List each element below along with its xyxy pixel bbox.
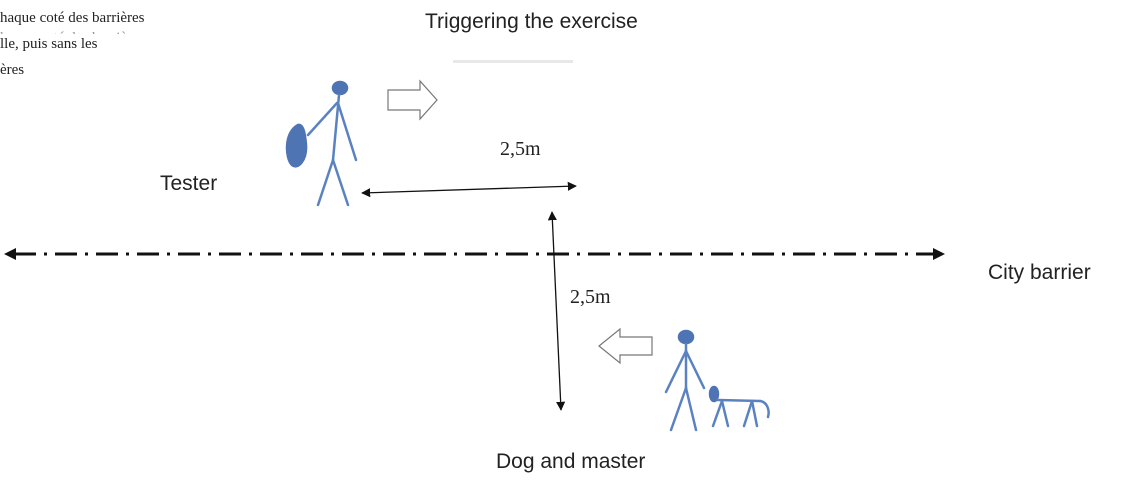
city-barrier-line bbox=[4, 248, 945, 260]
barrier-right-arrowhead bbox=[933, 248, 945, 260]
cropped-text-fragment: haque coté des barrières haque coté des … bbox=[0, 0, 145, 118]
tester-figure bbox=[285, 80, 358, 207]
faint-smudge bbox=[453, 60, 573, 63]
vertical-distance-label: 2,5m bbox=[570, 286, 611, 308]
shield-icon bbox=[285, 123, 308, 168]
text-line-4: ères bbox=[0, 62, 25, 78]
dog-head-icon bbox=[708, 385, 720, 403]
arrow-right-icon bbox=[387, 79, 438, 121]
barrier-left-arrowhead bbox=[4, 248, 16, 260]
dog-and-master-label: Dog and master bbox=[496, 450, 646, 473]
text-line-3: lle, puis sans les bbox=[0, 36, 98, 52]
text-line-1: haque coté des barrières bbox=[0, 28, 145, 34]
triggering-exercise-label: Triggering the exercise bbox=[425, 10, 638, 33]
master-figure bbox=[664, 329, 706, 432]
vertical-distance-arrow bbox=[547, 211, 566, 411]
text-line-2: haque coté des barrières bbox=[0, 10, 145, 26]
dog-figure bbox=[708, 385, 770, 428]
horizontal-distance-label: 2,5m bbox=[500, 138, 541, 160]
tester-label: Tester bbox=[160, 172, 218, 195]
horizontal-distance-arrow bbox=[361, 181, 577, 198]
city-barrier-label: City barrier bbox=[988, 261, 1091, 284]
arrow-left-icon bbox=[598, 327, 653, 365]
